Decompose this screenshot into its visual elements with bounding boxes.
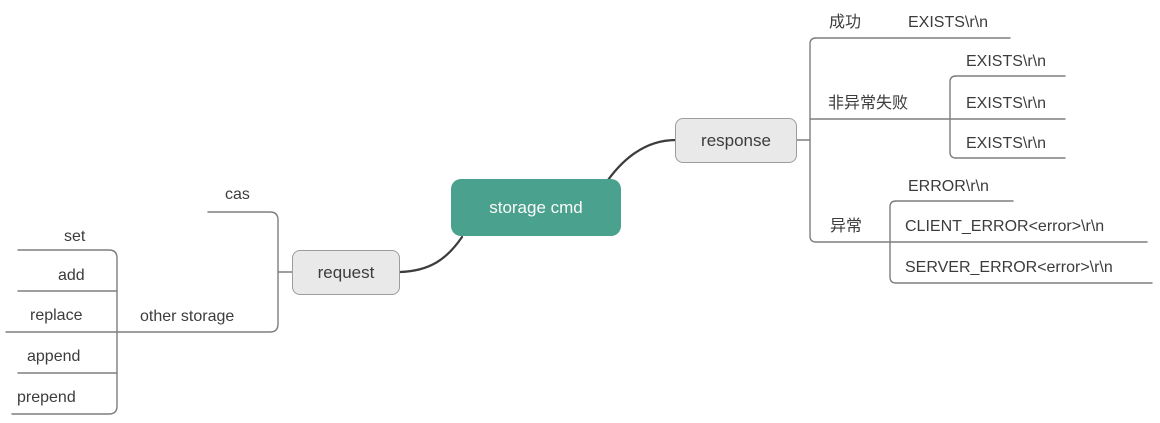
topic-non-exception-failure[interactable]: 非异常失败 <box>828 95 909 112</box>
topic-replace[interactable]: replace <box>30 307 83 324</box>
branch-topic-request[interactable]: request <box>292 250 400 295</box>
topic-server-error[interactable]: SERVER_ERROR<error>\r\n <box>905 259 1113 276</box>
topic-add[interactable]: add <box>58 267 85 284</box>
topic-nonexception-exists-3[interactable]: EXISTS\r\n <box>966 135 1047 152</box>
topic-success-exists[interactable]: EXISTS\r\n <box>908 14 989 31</box>
request-to-root-curve <box>398 235 464 274</box>
topic-exception[interactable]: 异常 <box>830 218 863 235</box>
topic-error[interactable]: ERROR\r\n <box>908 178 989 195</box>
topic-other-storage[interactable]: other storage <box>140 308 235 325</box>
branch-topic-response[interactable]: response <box>675 118 797 163</box>
topic-set[interactable]: set <box>64 228 86 245</box>
exception-children-bracket-line <box>889 200 897 284</box>
topic-nonexception-exists-2[interactable]: EXISTS\r\n <box>966 95 1047 112</box>
topic-prepend[interactable]: prepend <box>17 389 76 406</box>
topic-cas[interactable]: cas <box>225 186 250 203</box>
root-to-response-curve <box>606 138 678 182</box>
central-topic-storage-cmd[interactable]: storage cmd <box>451 179 621 236</box>
topic-nonexception-exists-1[interactable]: EXISTS\r\n <box>966 53 1047 70</box>
topic-client-error[interactable]: CLIENT_ERROR<error>\r\n <box>905 218 1105 235</box>
topic-success[interactable]: 成功 <box>829 14 862 31</box>
topic-append[interactable]: append <box>27 348 81 365</box>
otherstorage-children-bracket-line <box>11 249 118 415</box>
response-children-bracket-line <box>809 37 817 243</box>
nonexception-children-bracket-line <box>949 75 957 159</box>
